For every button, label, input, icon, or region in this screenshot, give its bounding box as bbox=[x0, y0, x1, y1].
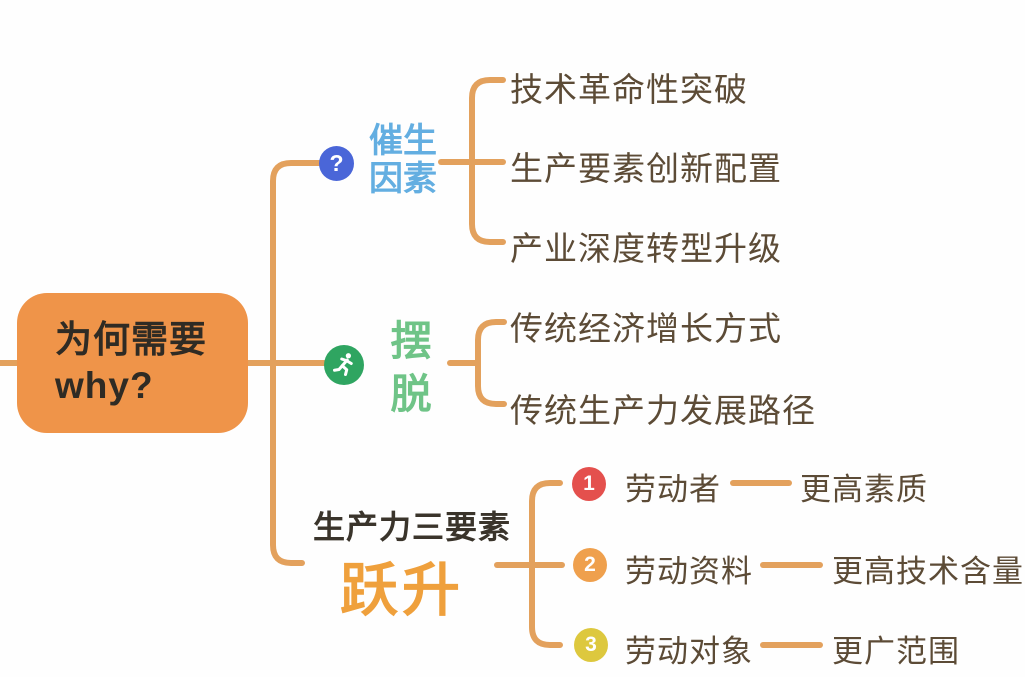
leaf-traditional-path: 传统生产力发展路径 bbox=[510, 392, 816, 429]
question-glyph: ? bbox=[329, 150, 344, 176]
question-icon: ? bbox=[319, 146, 354, 181]
leaf-industry-upgrade: 产业深度转型升级 bbox=[510, 230, 782, 267]
branch-label-line: 脱 bbox=[390, 371, 432, 417]
badge-number: 3 bbox=[585, 633, 597, 656]
branch-label-line: 催生 bbox=[369, 122, 437, 160]
leaf-labor-materials: 劳动资料 bbox=[625, 554, 753, 589]
leaf-higher-tech: 更高技术含量 bbox=[832, 554, 1024, 589]
branch-label-breakaway: 摆 脱 bbox=[383, 315, 439, 421]
leaf-higher-quality: 更高素质 bbox=[800, 472, 928, 507]
runner-icon bbox=[324, 345, 364, 385]
branch-label-line: 因素 bbox=[369, 160, 437, 198]
badge-number: 1 bbox=[583, 472, 595, 495]
badge-1: 1 bbox=[572, 467, 606, 501]
leaf-wider-scope: 更广范围 bbox=[832, 634, 960, 669]
branch-label-three-factors: 生产力三要素 bbox=[313, 509, 512, 545]
runner-glyph bbox=[333, 353, 353, 376]
badge-3: 3 bbox=[574, 628, 608, 662]
badge-2: 2 bbox=[573, 548, 607, 582]
leaf-laborer: 劳动者 bbox=[625, 472, 721, 507]
branch-label-catalyst: 催生 因素 bbox=[365, 122, 441, 198]
leaf-tech-breakthrough: 技术革命性突破 bbox=[510, 71, 748, 108]
root-title-en: why? bbox=[55, 365, 154, 406]
branch-label-leap: 跃升 bbox=[340, 558, 465, 623]
root-title-zh: 为何需要 bbox=[55, 319, 207, 360]
leaf-factor-allocation: 生产要素创新配置 bbox=[510, 150, 782, 187]
badge-number: 2 bbox=[584, 553, 596, 576]
leaf-labor-objects: 劳动对象 bbox=[625, 634, 753, 669]
leaf-traditional-growth: 传统经济增长方式 bbox=[510, 310, 782, 347]
branch-label-line: 摆 bbox=[390, 318, 432, 364]
root-node: 为何需要 why? bbox=[17, 293, 248, 433]
